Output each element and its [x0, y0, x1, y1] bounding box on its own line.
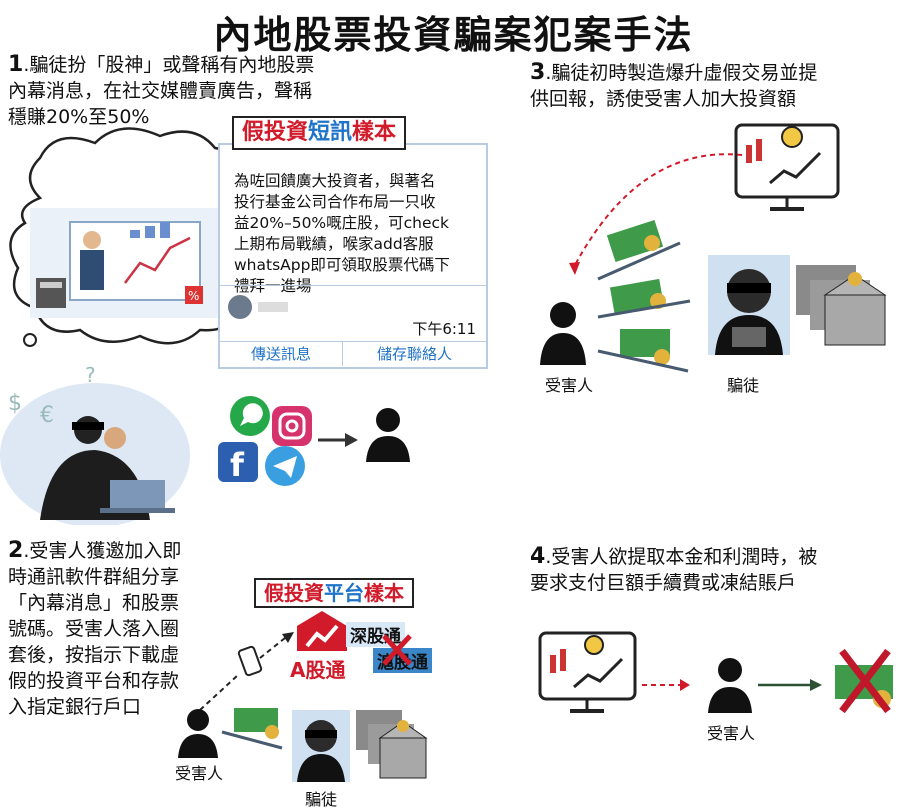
victim-label-step2: 受害人: [174, 764, 223, 783]
save-contact-button[interactable]: 儲存聯絡人: [376, 345, 452, 363]
step-4-text: 4.受害人欲提取本金和利潤時，被 要求支付巨額手續費或凍結賬戶: [530, 544, 818, 594]
svg-text:%: %: [188, 289, 199, 303]
victim-label-step3: 受害人: [544, 376, 593, 395]
scammer-icon-step3: [708, 255, 790, 355]
scammer-label-step2: 騙徒: [304, 790, 337, 809]
sender-avatar: [228, 295, 252, 319]
monitor-chart-icon: [734, 123, 840, 211]
platform-brand: A股通: [290, 658, 346, 682]
step-2-text: 2.受害人獲邀加入即 時通訊軟件群組分享 「內幕消息」和股票 號碼。受害人落入圈…: [8, 538, 182, 718]
facebook-icon: f: [218, 442, 258, 484]
platform-logo-icon: [297, 611, 347, 651]
scammer-icon-step2: [292, 710, 350, 782]
presenter-illustration: %: [30, 208, 225, 318]
victim-icon-step2: [178, 709, 218, 758]
bank-icon-step2: [356, 710, 428, 779]
platform-sample-title: 假投資平台樣本: [254, 578, 414, 608]
cross-icon: [382, 634, 412, 666]
telegram-icon: [265, 446, 305, 486]
victim-label-step4: 受害人: [706, 724, 755, 743]
sms-time: 下午6:11: [412, 320, 476, 338]
whatsapp-icon: [230, 396, 270, 436]
svg-text:f: f: [230, 446, 245, 484]
svg-text:?: ?: [85, 363, 96, 387]
step-1-text: 1.騙徒扮「股神」或聲稱有內地股票 內幕消息，在社交媒體賣廣告，聲稱 穩賺20%…: [8, 52, 315, 128]
sms-sample-card: 為咗回饋廣大投資者，與著名 投行基金公司合作布局一只收 益20%–50%嘅庄股，…: [218, 143, 488, 369]
sender-name-blurred: [258, 302, 288, 312]
bank-icon: [796, 265, 887, 346]
person-icon: [366, 408, 410, 462]
money-icon-step2: [234, 708, 279, 739]
scammer-social-illustration: $ €? f: [0, 363, 410, 525]
send-message-button[interactable]: 傳送訊息: [250, 345, 311, 363]
victim-icon-step4: [708, 658, 752, 713]
svg-text:€: €: [40, 403, 54, 428]
step-3-illustration: [540, 123, 887, 373]
victim-icon-step3: [540, 302, 586, 365]
svg-text:$: $: [8, 391, 22, 416]
step-3-text: 3.騙徒初時製造爆升虛假交易並提 供回報，誘使受害人加大投資額: [530, 60, 818, 110]
monitor-chart-icon-step4: [538, 631, 637, 713]
scammer-label-step3: 騙徒: [726, 376, 759, 395]
page-title: 內地股票投資騙案犯案手法: [213, 13, 694, 57]
step-2-illustration: [178, 632, 428, 782]
sms-sample-title: 假投資短訊樣本: [232, 116, 407, 150]
instagram-icon: [272, 406, 312, 446]
sms-message: 為咗回饋廣大投資者，與著名 投行基金公司合作布局一只收 益20%–50%嘅庄股，…: [234, 172, 450, 295]
step-1-number: 1: [8, 52, 24, 77]
step-4-illustration: [538, 631, 893, 714]
money-icon: [606, 219, 670, 365]
phone-icon: [237, 645, 263, 677]
frozen-cross-icon: [839, 648, 891, 714]
